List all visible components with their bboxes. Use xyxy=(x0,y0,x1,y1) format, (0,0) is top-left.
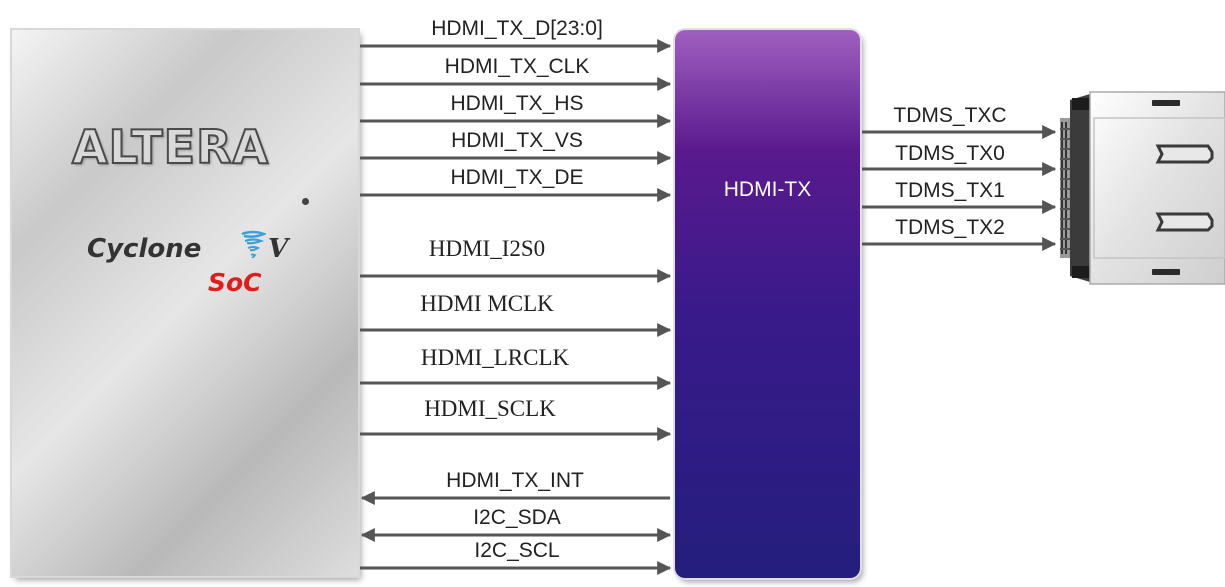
cyclone-swirl-icon xyxy=(241,230,266,259)
altera-logo-dot xyxy=(302,198,309,205)
signal-label-i2c-sda: I2C_SDA xyxy=(473,506,561,529)
soc-logo-text: SoC xyxy=(208,268,262,297)
signal-label-tdms-txc: TDMS_TXC xyxy=(893,104,1007,127)
cyclone-logo-text: Cyclone xyxy=(87,234,202,264)
signal-label-hdmi-tx-int: HDMI_TX_INT xyxy=(446,469,584,492)
cyclone-logo-suffix: V xyxy=(268,234,289,264)
signal-label-hdmi-tx-clk: HDMI_TX_CLK xyxy=(444,55,590,78)
signal-label-i2c-scl: I2C_SCL xyxy=(474,539,560,562)
signal-label-hdmi-i2s0: HDMI_I2S0 xyxy=(428,236,546,261)
hdmi-tx-label: HDMI-TX xyxy=(723,178,812,201)
signal-label-hdmi-tx-d: HDMI_TX_D[23:0] xyxy=(431,17,603,40)
signal-label-tdms-tx1: TDMS_TX1 xyxy=(895,179,1005,202)
signal-label-hdmi-tx-vs: HDMI_TX_VS xyxy=(451,129,583,152)
signal-label-tdms-tx0: TDMS_TX0 xyxy=(895,142,1005,165)
signal-label-hdmi-tx-de: HDMI_TX_DE xyxy=(450,166,584,189)
signal-label-hdmi-tx-hs: HDMI_TX_HS xyxy=(450,92,584,115)
altera-logo: ALTERA xyxy=(71,119,270,175)
signal-label-hdmi-mclk: HDMI MCLK xyxy=(420,291,554,316)
fpga-chip: ALTERA Cyclone V SoC xyxy=(12,30,358,576)
hdmi-tx-block: HDMI-TX xyxy=(675,30,860,578)
hdmi-connector-icon xyxy=(1060,91,1225,285)
signal-label-tdms-tx2: TDMS_TX2 xyxy=(895,216,1005,239)
signal-label-hdmi-sclk: HDMI_SCLK xyxy=(424,396,556,421)
signal-label-hdmi-lrclk: HDMI_LRCLK xyxy=(420,345,570,370)
